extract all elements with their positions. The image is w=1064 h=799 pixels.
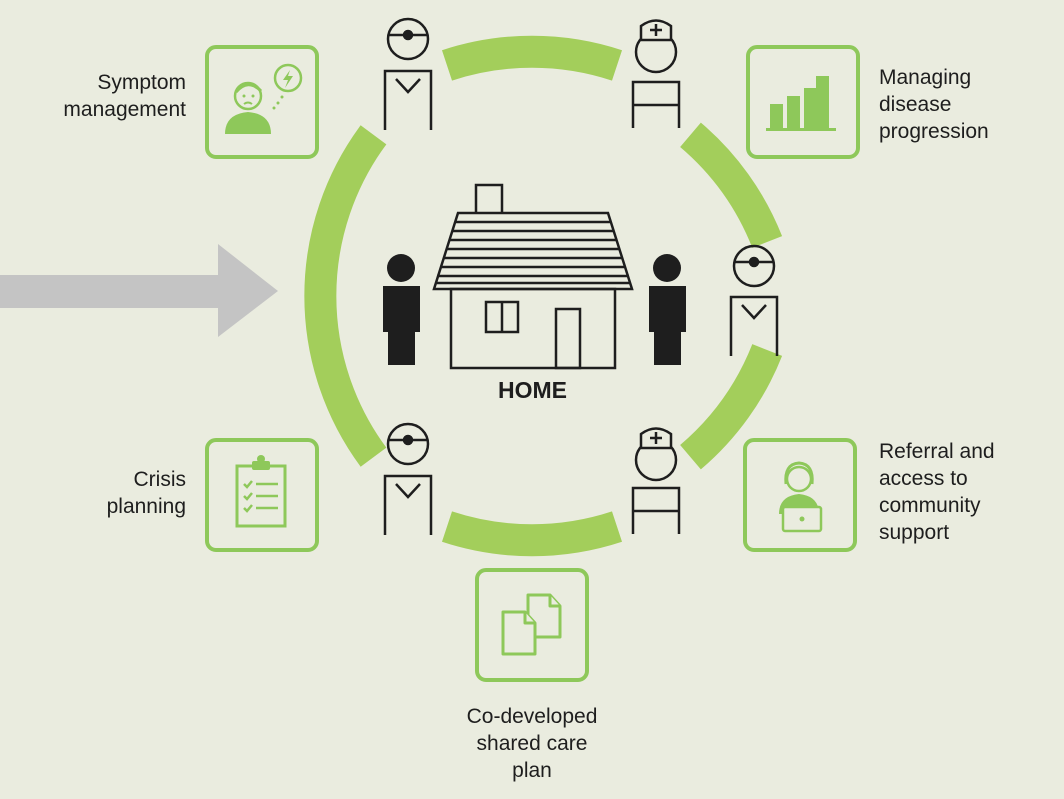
managing-disease-box — [746, 45, 860, 159]
person-laptop-icon — [779, 461, 823, 533]
home-house-icon — [432, 183, 634, 370]
label-line: Crisis — [133, 468, 187, 491]
label-line: Symptom — [97, 71, 186, 94]
label-line: Co-developed — [466, 705, 598, 728]
symptom-management-label: Symptom management — [40, 69, 186, 123]
clipboard-checklist-icon — [235, 455, 287, 528]
doctor-right-icon — [729, 244, 779, 356]
nurse-bottom-right-icon — [631, 427, 681, 534]
symptom-management-box — [205, 45, 319, 159]
bar-chart-icon — [766, 76, 836, 131]
referral-access-label: Referral and access to community support — [879, 438, 1054, 546]
label-line: access to — [879, 467, 968, 490]
managing-disease-label: Managing disease progression — [879, 64, 1049, 145]
label-line: planning — [106, 495, 186, 518]
label-line: disease — [879, 93, 952, 116]
shared-care-plan-label: Co-developed shared care plan — [432, 703, 632, 784]
referral-access-box — [743, 438, 857, 552]
label-line: progression — [879, 120, 989, 143]
home-label: HOME — [498, 377, 567, 403]
doctor-bottom-left-icon — [383, 422, 433, 535]
label-line: management — [63, 98, 186, 121]
nurse-top-right-icon — [631, 19, 681, 128]
label-line: community — [879, 494, 981, 517]
label-line: shared care — [476, 732, 588, 755]
label-line: Managing — [879, 66, 972, 89]
doctor-top-left-icon — [383, 17, 433, 130]
crisis-planning-label: Crisis planning — [60, 466, 186, 520]
family-member-right-icon — [649, 254, 686, 365]
incoming-arrow — [0, 244, 278, 337]
documents-icon — [501, 593, 562, 656]
crisis-planning-box — [205, 438, 319, 552]
shared-care-plan-box — [475, 568, 589, 682]
label-line: support — [879, 521, 950, 544]
family-member-left-icon — [383, 254, 420, 365]
label-line: plan — [512, 759, 552, 782]
label-line: Referral and — [879, 440, 995, 463]
patient-pain-icon — [225, 63, 303, 134]
care-ring — [304, 35, 783, 557]
